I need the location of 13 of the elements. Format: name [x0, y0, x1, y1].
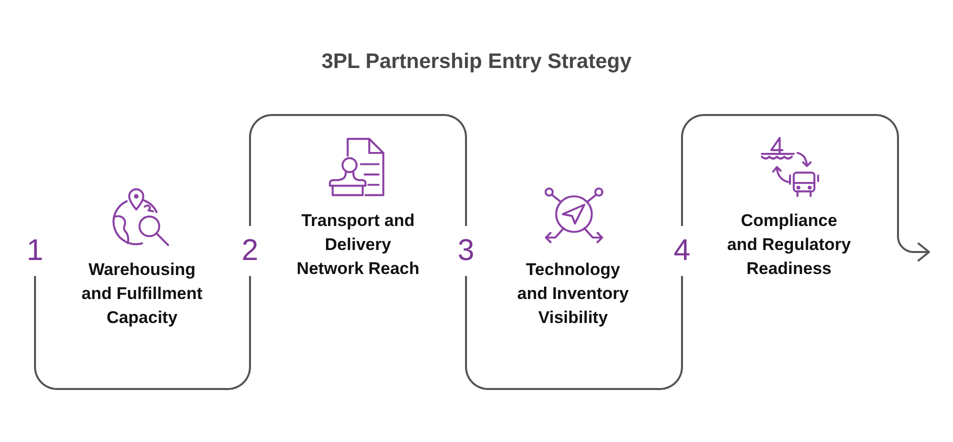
step-title: Technology and Inventory Visibility — [516, 259, 630, 329]
step-number: 3 — [452, 226, 480, 276]
step-number: 2 — [236, 226, 264, 276]
step-title: Compliance and Regulatory Readiness — [726, 210, 852, 280]
step-title: Transport and Delivery Network Reach — [296, 210, 420, 280]
connector-line — [249, 114, 467, 226]
step-title: Warehousing and Fulfillment Capacity — [80, 259, 204, 329]
connector-line — [465, 276, 683, 390]
step-number: 4 — [668, 226, 696, 276]
step-number: 1 — [21, 226, 49, 276]
connector-line — [34, 276, 251, 390]
diagram-title: 3PL Partnership Entry Strategy — [321, 49, 632, 75]
arrow — [681, 114, 930, 262]
